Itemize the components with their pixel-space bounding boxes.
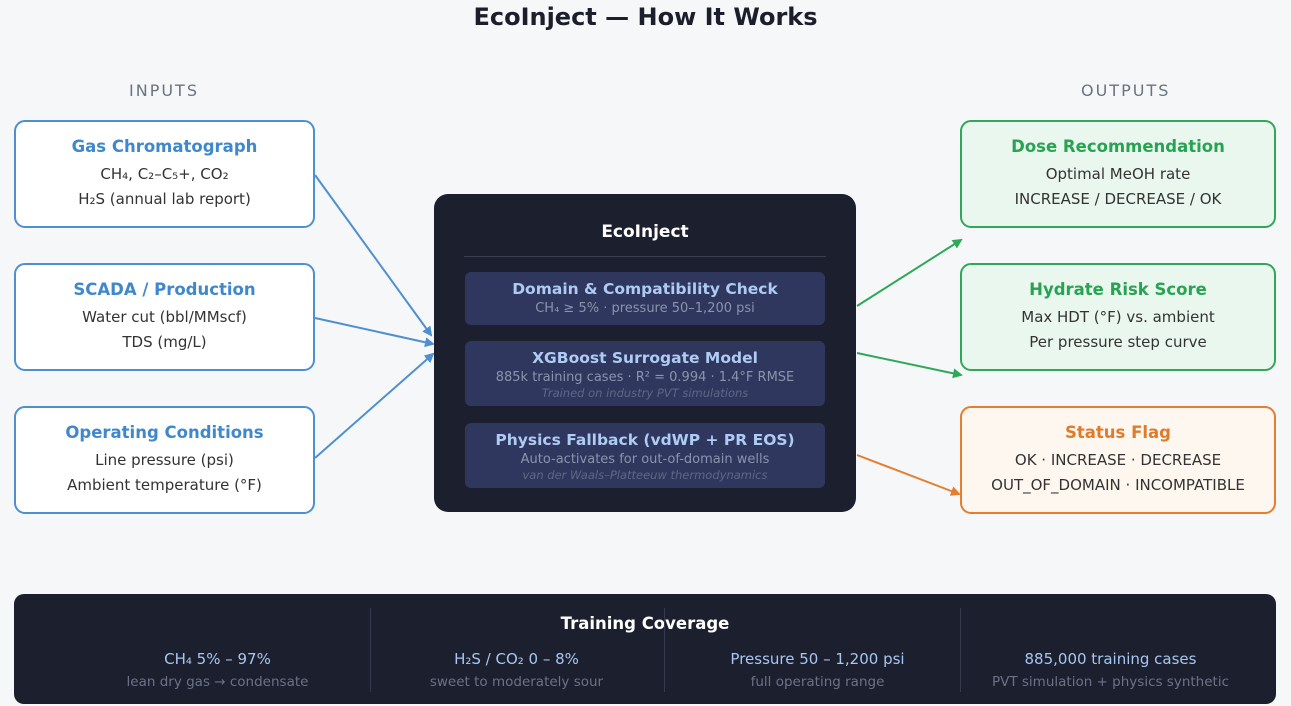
coverage-item-training-cases: 885,000 training cases PVT simulation + …	[963, 650, 1258, 690]
step-domain-check: Domain & Compatibility Check CH₄ ≥ 5% · …	[465, 272, 825, 325]
inputs-label: INPUTS	[129, 81, 199, 100]
input-line: H₂S (annual lab report)	[78, 190, 251, 208]
input-heading: Operating Conditions	[65, 423, 264, 442]
input-heading: SCADA / Production	[73, 280, 256, 299]
coverage-subtext: full operating range	[750, 674, 885, 690]
input-line: Ambient temperature (°F)	[67, 476, 262, 494]
input-scada-production: SCADA / Production Water cut (bbl/MMscf)…	[14, 263, 315, 371]
core-title: EcoInject	[601, 222, 689, 242]
step-heading: Physics Fallback (vdWP + PR EOS)	[495, 431, 795, 449]
output-heading: Dose Recommendation	[1011, 137, 1225, 156]
input-heading: Gas Chromatograph	[71, 137, 258, 156]
coverage-item-pressure: Pressure 50 – 1,200 psi full operating r…	[670, 650, 965, 690]
coverage-item-ch4: CH₄ 5% – 97% lean dry gas → condensate	[70, 650, 365, 690]
input-line: CH₄, C₂–C₅+, CO₂	[100, 165, 229, 183]
coverage-value: 885,000 training cases	[1024, 650, 1197, 668]
training-coverage-panel: Training Coverage CH₄ 5% – 97% lean dry …	[14, 594, 1276, 704]
coverage-value: Pressure 50 – 1,200 psi	[730, 650, 905, 668]
input-operating-conditions: Operating Conditions Line pressure (psi)…	[14, 406, 315, 514]
output-status-flag: Status Flag OK · INCREASE · DECREASE OUT…	[960, 406, 1276, 514]
coverage-subtext: lean dry gas → condensate	[126, 674, 309, 690]
arrow-core-to-dose	[856, 238, 963, 307]
arrow-gas-to-core	[314, 174, 433, 337]
coverage-value: H₂S / CO₂ 0 – 8%	[454, 650, 579, 668]
arrow-core-to-status	[856, 454, 961, 496]
core-divider	[464, 256, 826, 257]
arrow-core-to-risk	[856, 352, 963, 379]
output-heading: Status Flag	[1065, 423, 1171, 442]
step-xgboost-model: XGBoost Surrogate Model 885k training ca…	[465, 341, 825, 406]
input-line: Line pressure (psi)	[95, 451, 234, 469]
step-note: van der Waals–Platteeuw thermodynamics	[522, 468, 768, 482]
coverage-divider	[370, 608, 371, 692]
step-subtext: Auto-activates for out-of-domain wells	[520, 452, 770, 467]
output-line: Optimal MeOH rate	[1045, 165, 1191, 183]
input-line: TDS (mg/L)	[122, 333, 207, 351]
output-line: OUT_OF_DOMAIN · INCOMPATIBLE	[991, 476, 1245, 494]
outputs-label: OUTPUTS	[1081, 81, 1171, 100]
output-line: Max HDT (°F) vs. ambient	[1021, 308, 1215, 326]
step-subtext: CH₄ ≥ 5% · pressure 50–1,200 psi	[535, 301, 755, 316]
coverage-value: CH₄ 5% – 97%	[164, 650, 271, 668]
step-heading: XGBoost Surrogate Model	[532, 349, 758, 367]
coverage-divider	[960, 608, 961, 692]
output-heading: Hydrate Risk Score	[1029, 280, 1207, 299]
input-line: Water cut (bbl/MMscf)	[82, 308, 247, 326]
coverage-subtext: sweet to moderately sour	[429, 674, 604, 690]
output-line: OK · INCREASE · DECREASE	[1014, 451, 1222, 469]
output-hydrate-risk-score: Hydrate Risk Score Max HDT (°F) vs. ambi…	[960, 263, 1276, 371]
arrow-operating-to-core	[314, 352, 435, 459]
output-line: Per pressure step curve	[1029, 333, 1207, 351]
arrow-scada-to-core	[314, 317, 435, 348]
step-note: Trained on industry PVT simulations	[541, 386, 749, 400]
step-subtext: 885k training cases · R² = 0.994 · 1.4°F…	[495, 370, 795, 385]
coverage-subtext: PVT simulation + physics synthetic	[991, 674, 1230, 690]
step-physics-fallback: Physics Fallback (vdWP + PR EOS) Auto-ac…	[465, 423, 825, 488]
ecoinject-core-panel: EcoInject Domain & Compatibility Check C…	[434, 194, 856, 512]
coverage-title: Training Coverage	[560, 614, 730, 633]
output-line: INCREASE / DECREASE / OK	[1014, 190, 1222, 208]
coverage-item-h2s-co2: H₂S / CO₂ 0 – 8% sweet to moderately sou…	[369, 650, 664, 690]
coverage-divider	[664, 608, 665, 692]
input-gas-chromatograph: Gas Chromatograph CH₄, C₂–C₅+, CO₂ H₂S (…	[14, 120, 315, 228]
output-dose-recommendation: Dose Recommendation Optimal MeOH rate IN…	[960, 120, 1276, 228]
page-title: EcoInject — How It Works	[473, 3, 818, 31]
step-heading: Domain & Compatibility Check	[512, 280, 778, 298]
